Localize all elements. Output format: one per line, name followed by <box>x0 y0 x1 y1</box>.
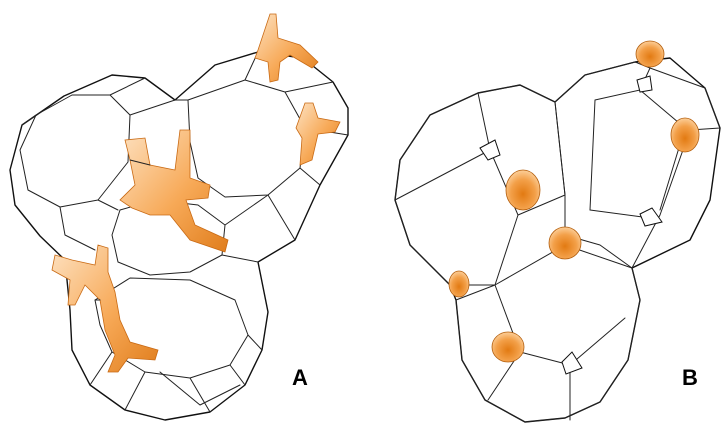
panel-a-cell-left <box>20 95 130 207</box>
vertex-open-3 <box>640 208 662 226</box>
node-top-right <box>636 41 664 67</box>
vertex-open-1 <box>480 140 500 160</box>
panel-a <box>10 14 348 420</box>
panel-b-cell-bottom <box>456 245 640 422</box>
panel-b <box>395 41 720 422</box>
plateau-junction-left <box>52 245 158 372</box>
panel-label-a: A <box>292 365 308 391</box>
node-left <box>449 271 469 297</box>
vertex-open-4 <box>562 352 582 374</box>
vertex-open-2 <box>637 76 652 92</box>
plateau-junction-center <box>120 130 228 252</box>
node-bottom <box>492 332 524 362</box>
plateau-junction-right <box>296 103 340 165</box>
node-center-lower <box>549 227 581 259</box>
panel-a-cell-upper-right <box>188 80 305 197</box>
panel-label-b: B <box>682 365 698 391</box>
node-right <box>671 118 699 152</box>
panel-b-plateau-nodes <box>449 41 699 362</box>
node-center-upper <box>506 170 540 210</box>
panel-a-plateau-borders <box>52 14 340 372</box>
plateau-junction-top <box>255 14 318 82</box>
